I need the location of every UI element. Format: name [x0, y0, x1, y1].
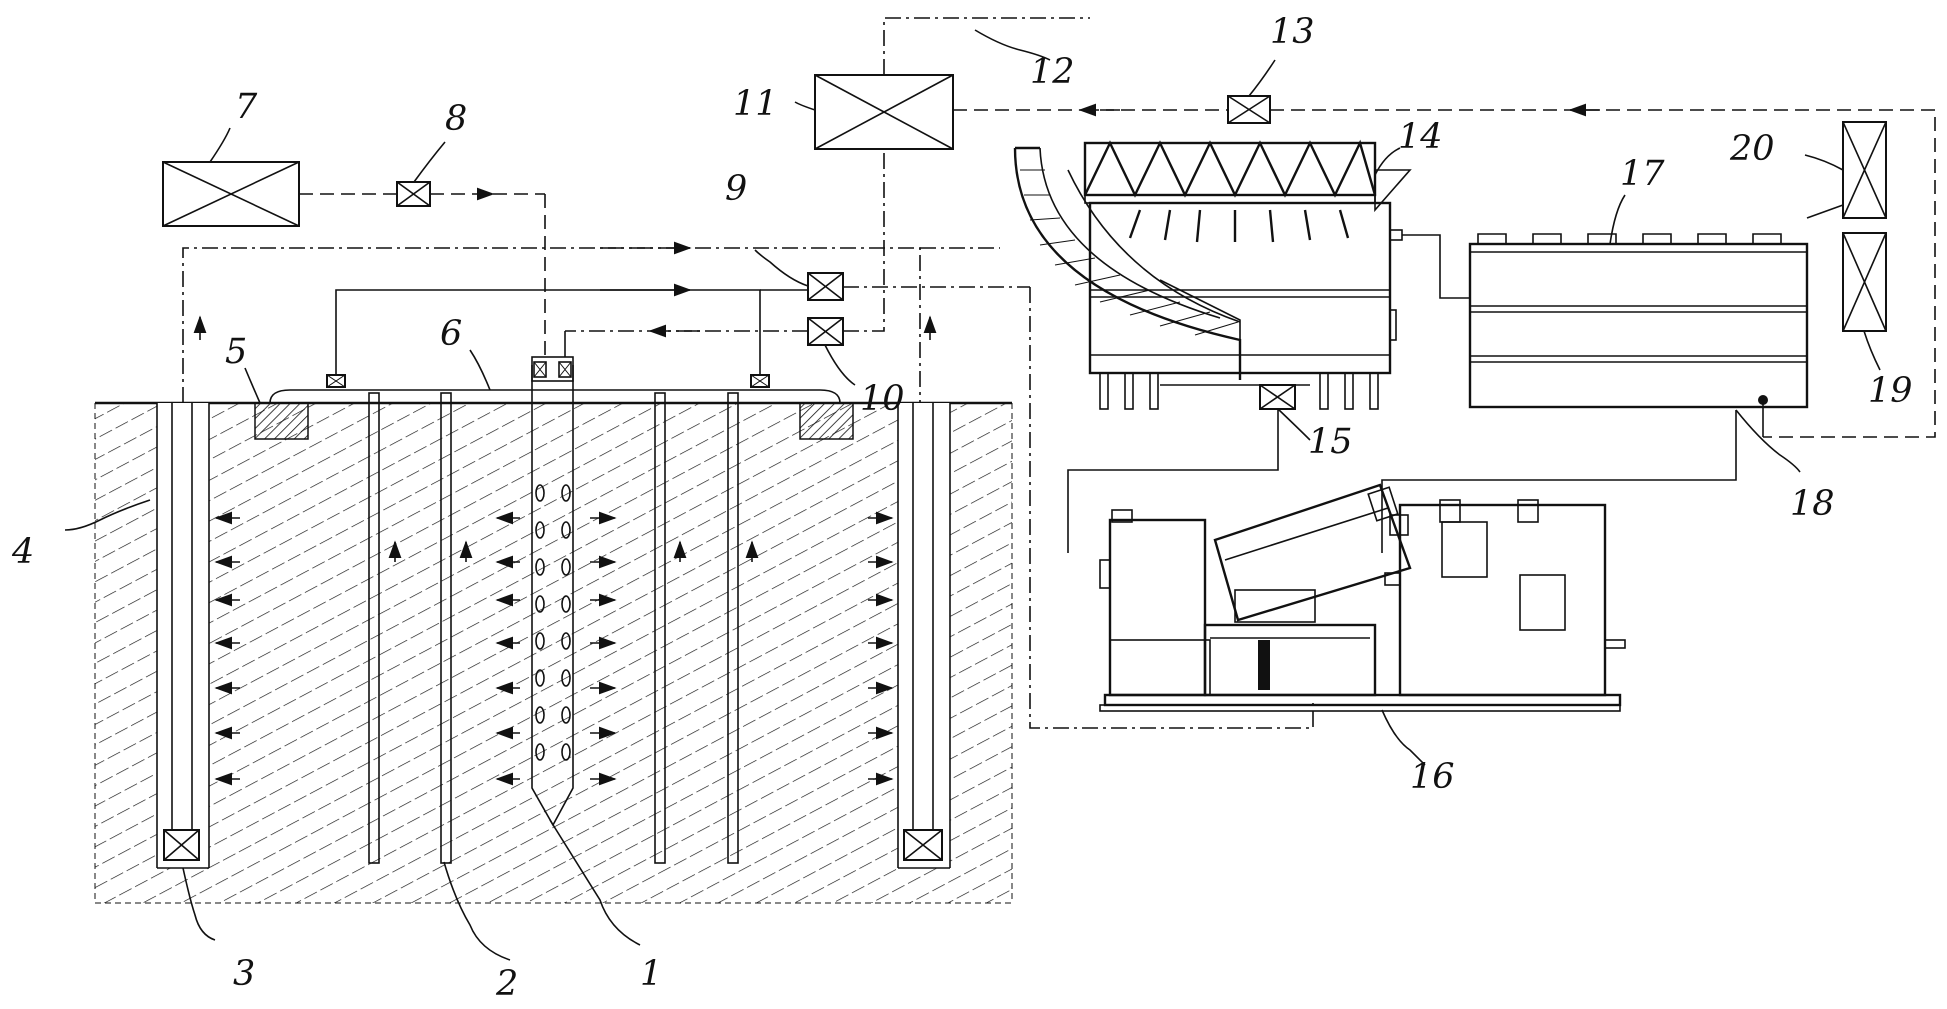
label-9: 9	[725, 169, 747, 209]
label-17: 17	[1620, 154, 1665, 194]
label-12: 12	[1030, 52, 1075, 92]
soil-block	[94, 401, 1013, 904]
line-14-17	[1402, 234, 1470, 299]
pump-right	[903, 829, 943, 861]
label-5: 5	[225, 332, 247, 372]
perforations	[535, 484, 571, 761]
valve-9	[807, 272, 844, 301]
unit-11	[814, 74, 954, 150]
label-14: 14	[1398, 117, 1443, 157]
line-17-16	[1381, 410, 1737, 553]
label-6: 6	[440, 314, 462, 354]
label-7: 7	[235, 87, 258, 127]
tank-17	[1468, 233, 1809, 409]
label-19: 19	[1868, 371, 1913, 411]
line-to-16	[1029, 287, 1314, 729]
line-18-return	[1270, 109, 1936, 438]
seal-block-left	[254, 402, 309, 440]
line-15-16	[1067, 409, 1279, 553]
label-10: 10	[860, 379, 905, 419]
extraction-well-left	[156, 403, 210, 869]
extraction-well-right	[897, 403, 951, 869]
valve-8	[396, 181, 431, 207]
label-4: 4	[11, 532, 34, 572]
label-16: 16	[1410, 757, 1455, 797]
line-10-up	[843, 112, 885, 332]
valve-10	[807, 317, 844, 346]
unit-19	[1842, 232, 1887, 332]
label-11: 11	[733, 84, 778, 124]
clarifier-14	[1013, 139, 1412, 410]
label-15: 15	[1308, 422, 1353, 462]
unit-7	[162, 161, 300, 227]
seal-block-right	[799, 402, 854, 440]
leader-lines	[64, 29, 1881, 961]
surface-cover	[269, 389, 841, 404]
valve-15	[1259, 384, 1296, 410]
number-labels: 1 2 3 4 5 6 7 8 9 10 11 12 13 14 15 16 1…	[11, 12, 1913, 1004]
extraction-return-line	[182, 247, 921, 403]
wellhead	[531, 356, 574, 382]
valve-13	[1227, 95, 1271, 124]
flow-arrows	[193, 315, 937, 786]
label-18: 18	[1790, 484, 1835, 524]
pump-3	[163, 829, 200, 861]
dewatering-machine-16	[1099, 483, 1626, 712]
label-20: 20	[1729, 129, 1775, 169]
label-13: 13	[1270, 12, 1315, 52]
label-3: 3	[233, 954, 255, 994]
label-8: 8	[445, 99, 467, 139]
label-2: 2	[495, 964, 518, 1004]
monitoring-pipes	[368, 392, 739, 864]
unit-20	[1842, 121, 1887, 219]
monitor-header-line	[335, 289, 761, 381]
label-1: 1	[640, 954, 662, 994]
